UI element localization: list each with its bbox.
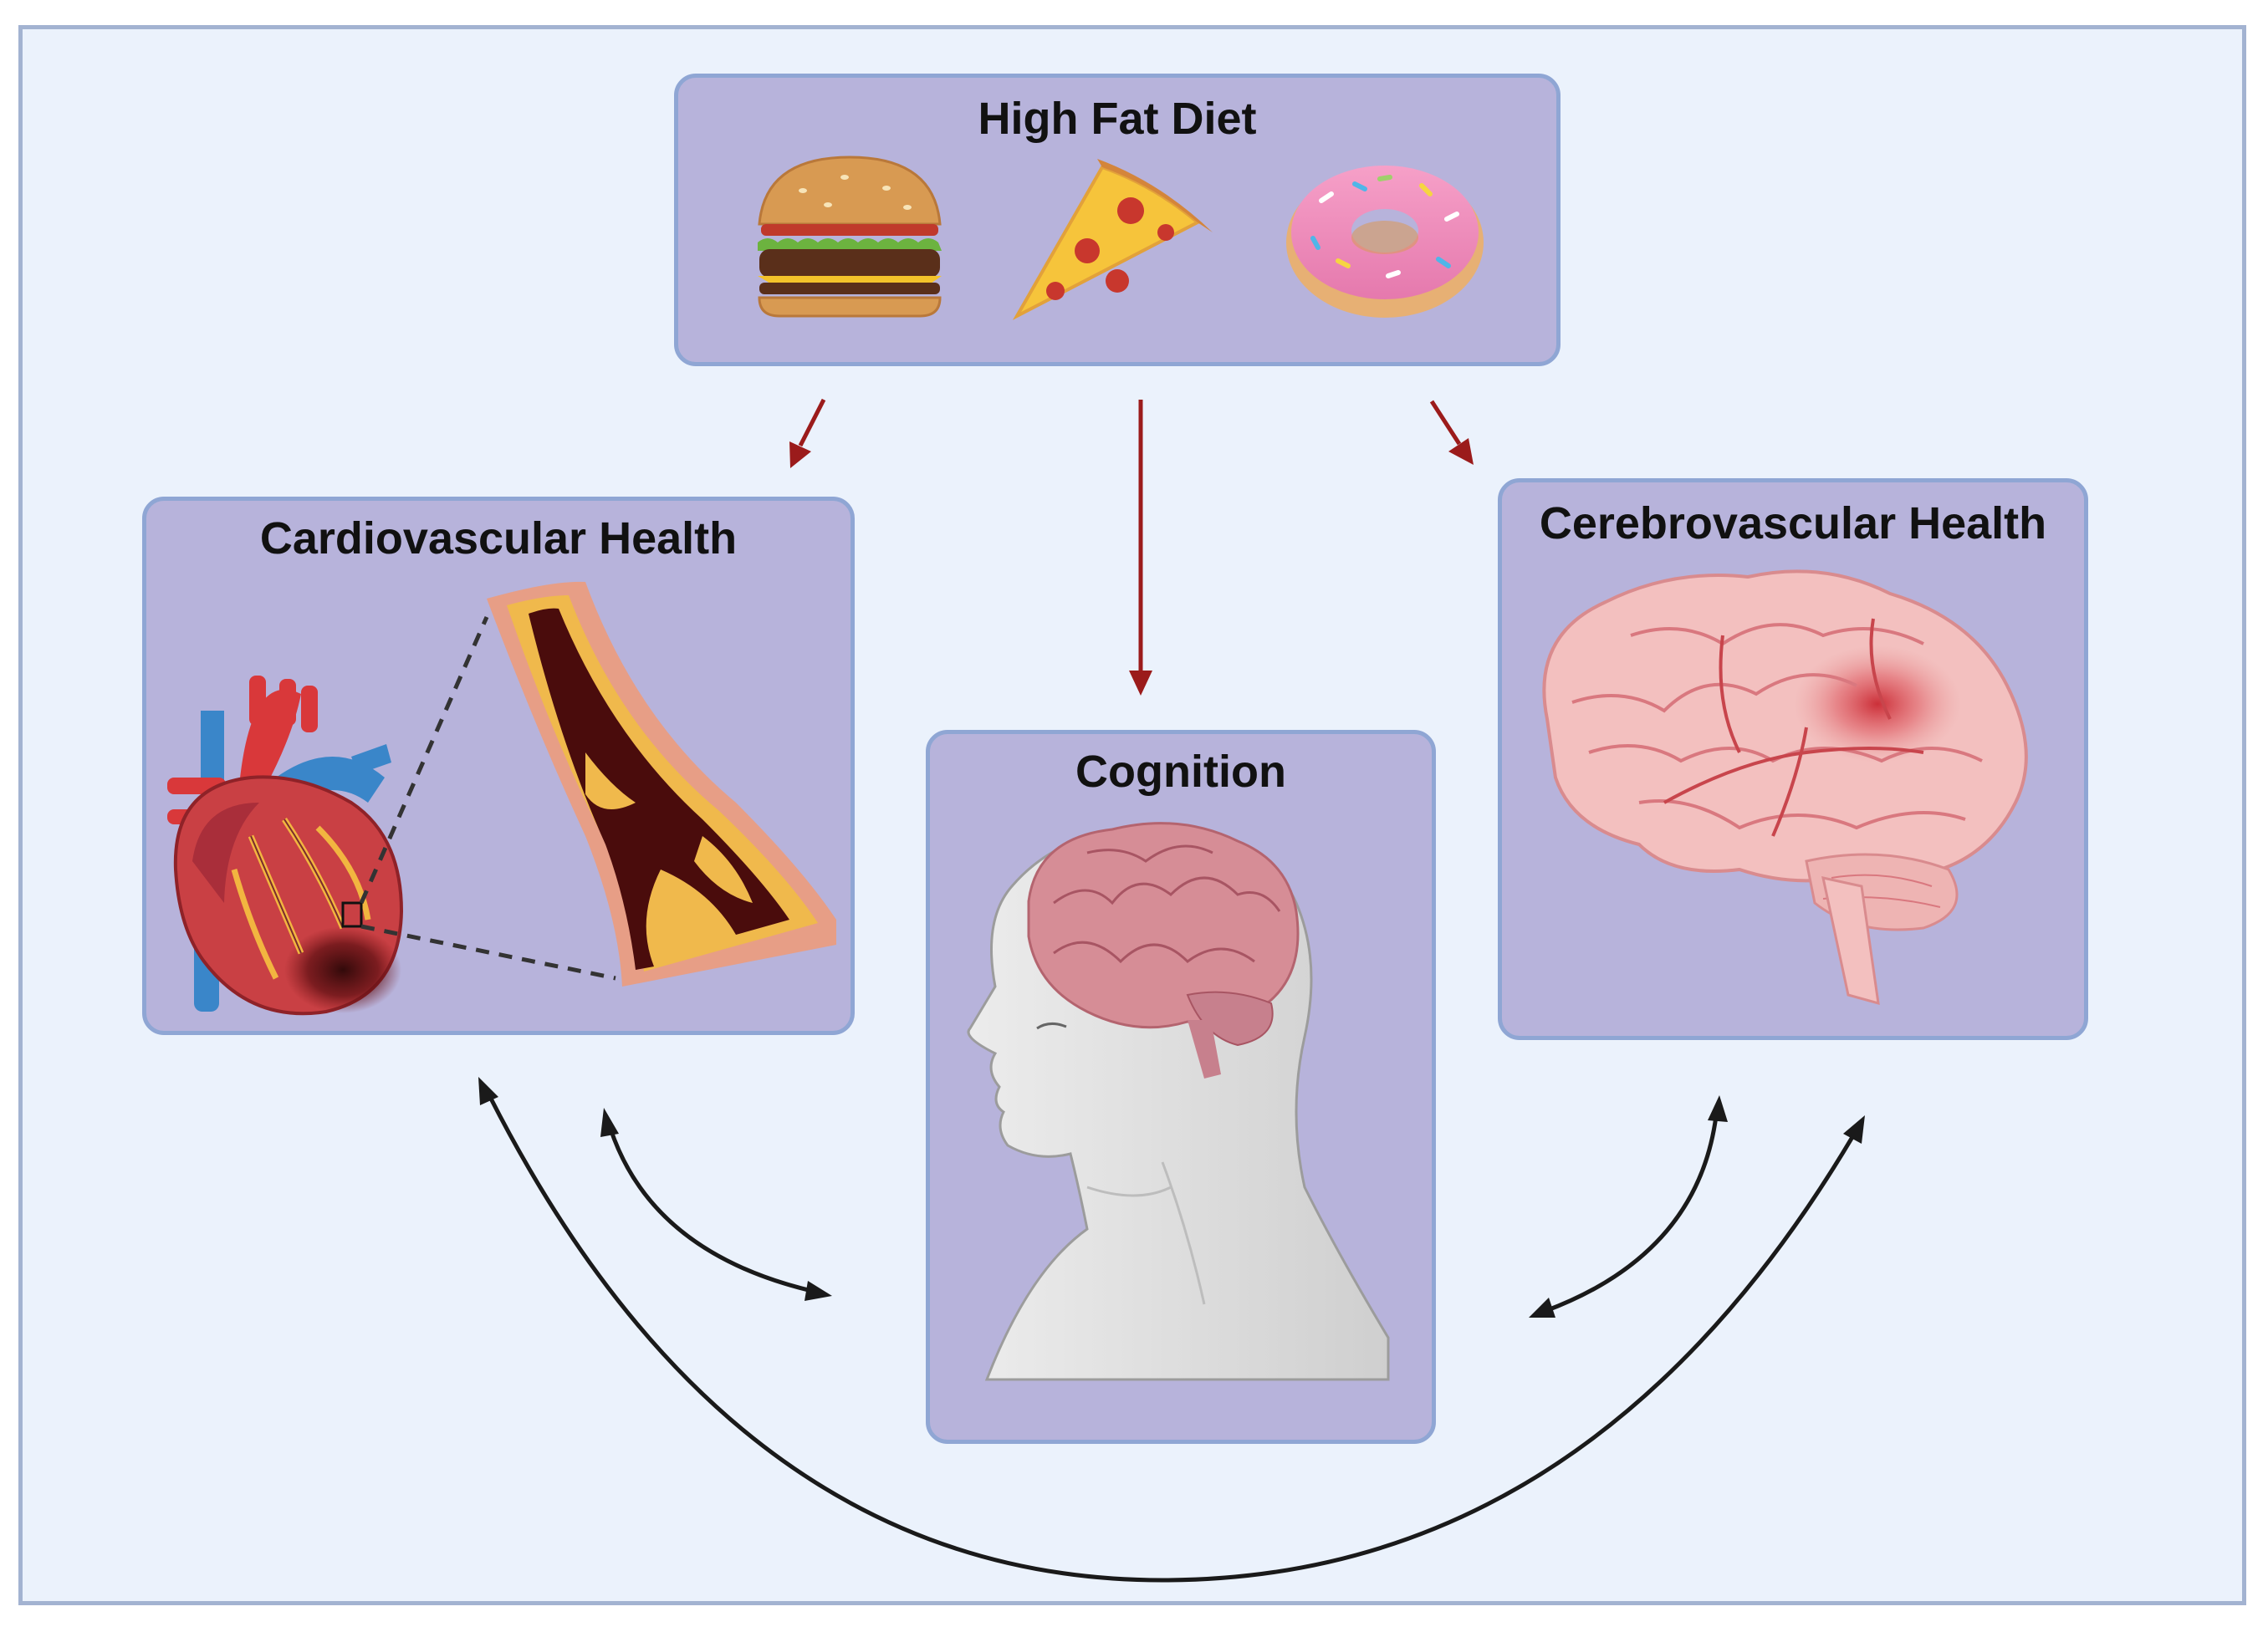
head-profile-brain-icon — [967, 822, 1390, 1381]
cardio-cerebro-bidirectional-arrow — [478, 1077, 1865, 1583]
diet-to-cerebro-arrow — [1429, 400, 1474, 465]
burger-icon — [758, 156, 942, 318]
high-fat-diet-title: High Fat Diet — [978, 94, 1257, 144]
brain-lesion-icon — [1542, 569, 2028, 1006]
donut-icon — [1286, 166, 1484, 318]
pizza-slice-icon — [1012, 159, 1213, 320]
cardiovascular-health-title: Cardiovascular Health — [259, 513, 738, 564]
zoom-dashed-lines — [359, 615, 616, 981]
diet-to-cardio-arrow — [789, 398, 826, 468]
artery-plaque-icon — [487, 581, 836, 987]
diet-to-cognition-arrow — [1129, 400, 1152, 696]
cerebro-cognition-bidirectional-arrow — [1529, 1095, 1728, 1318]
cerebrovascular-health-title: Cerebrovascular Health — [1539, 498, 2047, 548]
heart-icon — [167, 676, 404, 1016]
cognition-title: Cognition — [1075, 747, 1286, 797]
cardio-cognition-bidirectional-arrow — [600, 1108, 832, 1301]
